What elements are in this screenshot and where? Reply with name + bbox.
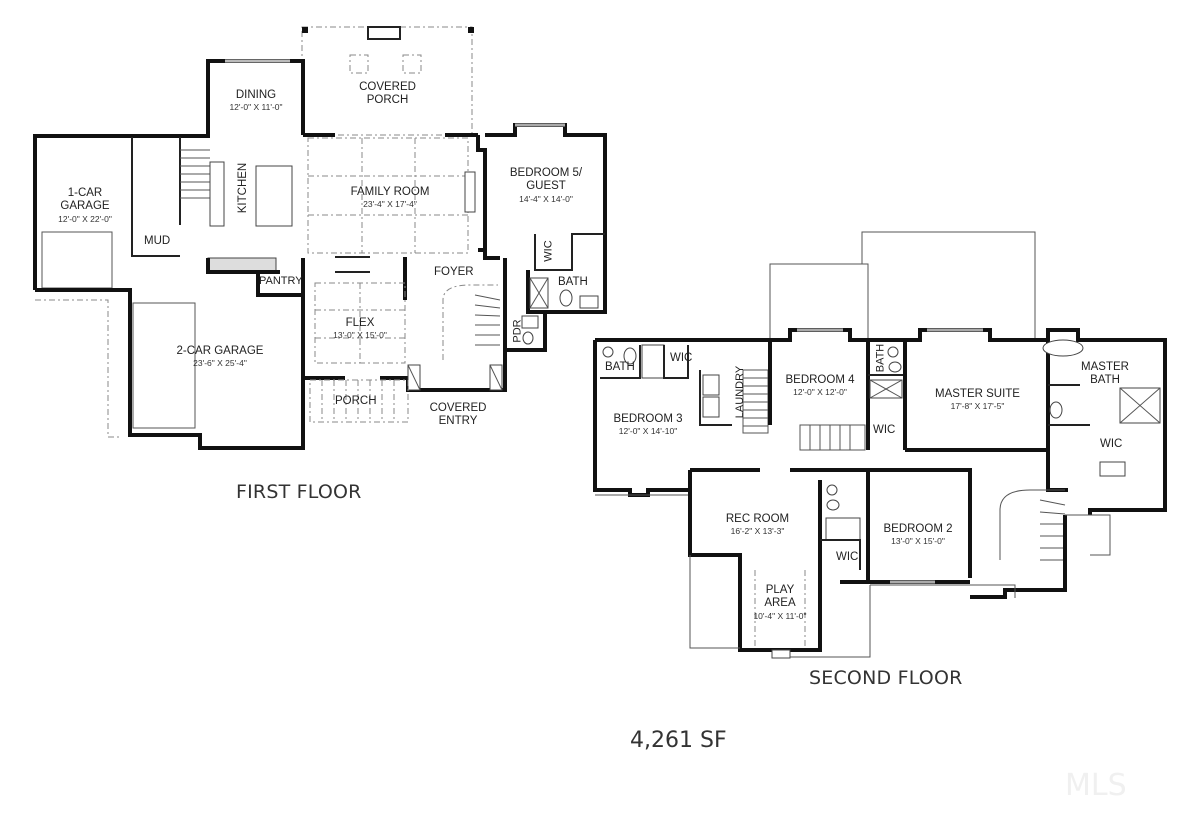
room-name: BEDROOM 4 [785,374,855,386]
room-master-suite: MASTER SUITE 17'-8" X 17'-5" [915,388,1040,412]
second-floor-title: SECOND FLOOR [809,667,963,689]
room-name: BEDROOM 2 [883,523,953,535]
room-dimensions: 23'-4" X 17'-4" [363,199,417,209]
room-dining: DINING 12'-0" X 11'-0" [210,89,302,113]
room-name: WIC [873,424,896,436]
room-name: PDR [511,319,524,343]
room-dimensions: 13'-0" X 15'-0" [891,536,945,546]
room-dimensions: 14'-4" X 14'-0" [519,194,573,204]
room-dimensions: 12'-0" X 14'-10" [618,426,678,436]
room-name: PORCH [366,94,409,106]
room-bedroom3: BEDROOM 3 12'-0" X 14'-10" [598,413,698,437]
room-name: REC ROOM [725,513,790,525]
room-name: ENTRY [438,415,478,427]
room-kitchen: KITCHEN [237,158,249,218]
room-dimensions: 10'-4" X 11'-0" [753,611,807,621]
room-pdr: PDR [512,319,524,342]
room-bath3: BATH [605,361,635,373]
room-name: 1-CAR [67,187,103,199]
room-name: WIC [836,551,859,563]
room-name: BEDROOM 5/ [509,167,583,179]
room-mud: MUD [144,235,170,247]
room-covered-entry: COVERED ENTRY [418,402,498,428]
room-master-wic: WIC [1100,438,1122,450]
watermark-logo: MLS [1065,768,1127,803]
room-name: MASTER SUITE [935,388,1020,400]
room-name: BATH [605,361,635,373]
room-name: PLAY [765,584,795,596]
room-name: WIC [1100,438,1123,450]
room-dimensions: 13'-0" X 15'-0" [333,330,387,340]
first-floor-plan [33,26,607,450]
room-name: AREA [764,597,796,609]
room-name: KITCHEN [237,162,249,214]
room-wic2: WIC [836,551,858,563]
total-square-footage: 4,261 SF [630,728,727,753]
room-covered-porch: COVERED PORCH [330,81,445,107]
room-name: FLEX [345,317,375,329]
room-name: BATH [558,276,588,288]
room-garage2: 2-CAR GARAGE 23'-6" X 25'-4" [150,345,290,369]
room-name: GARAGE [60,200,110,212]
room-play-area: PLAY AREA 10'-4" X 11'-0" [745,584,815,623]
room-name: PORCH [335,395,377,407]
room-name: BATH [874,343,887,373]
room-dimensions: 12'-0" X 11'-0" [229,102,283,112]
room-master-bath: MASTER BATH [1070,361,1140,387]
room-dimensions: 17'-8" X 17'-5" [950,401,1005,411]
room-porch: PORCH [335,395,377,407]
room-wic4: WIC [873,424,895,436]
room-dimensions: 23'-6" X 25'-4" [193,358,247,368]
room-bedroom2: BEDROOM 2 13'-0" X 15'-0" [868,523,968,547]
room-name: MASTER [1081,361,1129,373]
room-name: WIC [542,240,555,262]
room-name: WIC [670,352,693,364]
room-wic3: WIC [670,352,692,364]
second-floor-plan [593,231,1167,659]
room-name: LAUNDRY [734,365,746,419]
room-name: PANTRY [259,275,303,287]
room-bedroom4: BEDROOM 4 12'-0" X 12'-0" [775,374,865,398]
room-rec-room: REC ROOM 16'-2" X 13'-3" [710,513,805,537]
room-laundry: LAUNDRY [734,362,746,422]
room-name: FOYER [434,266,474,278]
room-pantry: PANTRY [259,275,303,287]
room-family-room: FAMILY ROOM 23'-4" X 17'-4" [320,186,460,210]
room-wic: WIC [543,240,555,261]
room-foyer: FOYER [434,266,474,278]
room-name: COVERED [359,81,416,93]
room-name: 2-CAR GARAGE [176,345,264,357]
room-name: FAMILY ROOM [350,186,430,198]
room-name: COVERED [429,402,487,414]
room-name: MUD [144,235,171,247]
room-dimensions: 16'-2" X 13'-3" [730,526,785,536]
room-name: BEDROOM 3 [613,413,683,425]
room-name: GUEST [526,180,566,192]
room-bath4: BATH [874,344,886,373]
room-name: BATH [1090,374,1120,386]
room-dimensions: 12'-0" X 12'-0" [793,387,847,397]
room-name: DINING [235,89,277,101]
room-bath: BATH [558,276,588,288]
first-floor-title: FIRST FLOOR [236,481,362,503]
room-dimensions: 12'-0" X 22'-0" [58,214,112,224]
room-bedroom5: BEDROOM 5/ GUEST 14'-4" X 14'-0" [490,167,602,206]
room-flex: FLEX 13'-0" X 15'-0" [320,317,400,341]
room-garage1: 1-CAR GARAGE 12'-0" X 22'-0" [40,187,130,226]
